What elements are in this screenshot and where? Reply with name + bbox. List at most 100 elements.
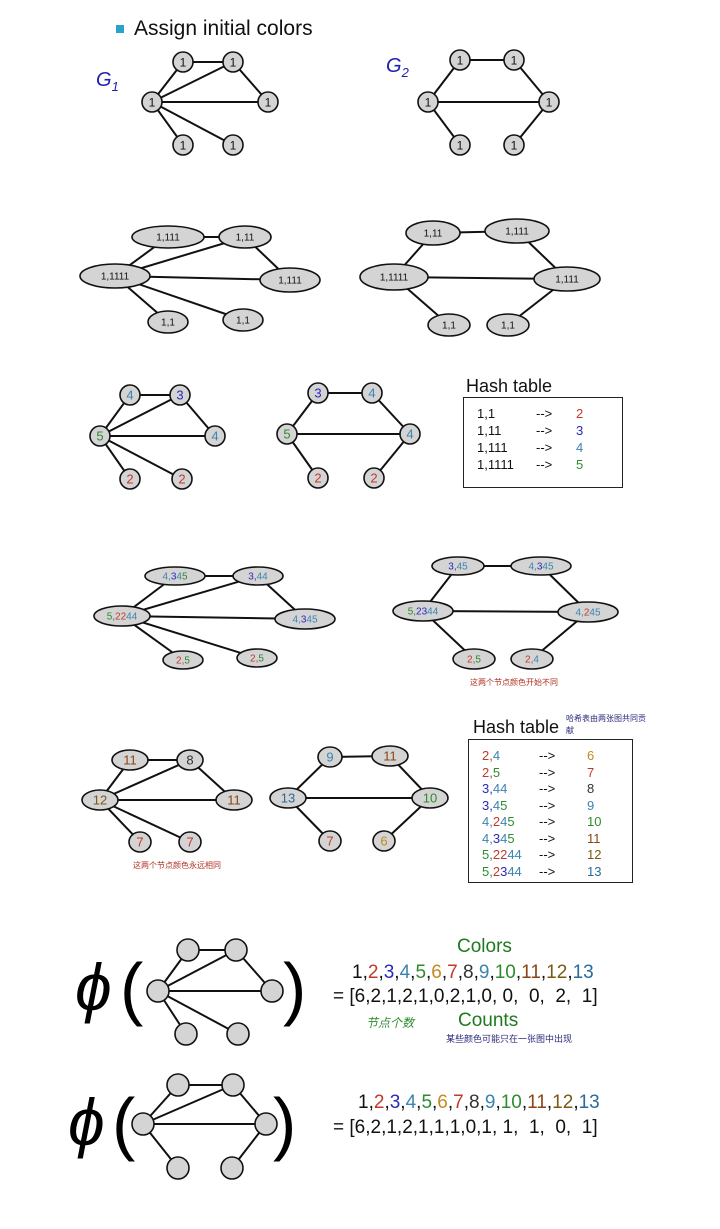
hash-value: 6 xyxy=(587,748,595,763)
hash-key: 3,45 xyxy=(482,797,508,813)
color-index: 8 xyxy=(469,1092,480,1113)
g2-count-vector: = [6,2,1,2,1,1,1,0,1, 1, 1, 0, 1] xyxy=(333,1117,598,1138)
g1-iter2-node: 3,44 xyxy=(232,566,284,586)
node-label: 5 xyxy=(283,427,290,442)
phi-g1-node xyxy=(224,938,248,962)
color-index: 1 xyxy=(352,962,363,983)
node-label: 2,5 xyxy=(176,656,190,667)
hash-key: 2,4 xyxy=(482,748,501,763)
counts-label: Counts xyxy=(458,1010,519,1031)
hash-key: 5,2244 xyxy=(482,847,522,862)
hash-arrow: --> xyxy=(539,781,556,796)
node-label: 1,1111 xyxy=(101,272,130,283)
g2-initial-node: 1 xyxy=(449,49,471,71)
phi-g1-node xyxy=(146,979,170,1003)
node-label: 2 xyxy=(178,472,185,487)
g1-multiset-node: 1,1111 xyxy=(79,263,151,289)
g1-iter2-node: 4,345 xyxy=(144,566,206,586)
hash-key: 1,1111 xyxy=(477,457,514,472)
g1-iter2-node: 2,5 xyxy=(236,648,278,668)
paren-close-2: ) xyxy=(273,1084,296,1162)
color-index: 9 xyxy=(484,1092,496,1113)
node-label: 9 xyxy=(326,750,333,765)
g1-relabel-node: 3 xyxy=(169,384,191,406)
node-label: 1 xyxy=(230,55,237,69)
node-label: 4 xyxy=(126,388,133,403)
node-label: 4,245 xyxy=(575,608,600,619)
g2-relabel-node: 2 xyxy=(363,467,385,489)
bullet-square xyxy=(116,25,124,33)
node-label: 1,111 xyxy=(555,275,579,286)
color-index: 4 xyxy=(405,1092,417,1113)
phi-g2-edge xyxy=(142,1084,234,1125)
hash-arrow: --> xyxy=(539,797,556,813)
color-index: 8 xyxy=(463,962,474,983)
color-index: 1 xyxy=(358,1092,369,1113)
g1-initial-node: 1 xyxy=(222,134,244,156)
g1-iter2-edge xyxy=(121,615,258,659)
note-node-count: 节点个数 xyxy=(366,1016,415,1030)
paren-open-1: ( xyxy=(120,949,143,1027)
g1-iter2-colors-node: 11 xyxy=(111,749,149,771)
g2-iter2-colors-node: 6 xyxy=(372,830,396,852)
g1-multiset-node: 1,1 xyxy=(147,310,189,334)
node-label: 4 xyxy=(211,429,218,444)
color-index: 10 xyxy=(500,1092,522,1113)
node-label: 1 xyxy=(230,138,237,152)
g1-initial-node: 1 xyxy=(172,51,194,73)
hash-table-1-title: Hash table xyxy=(466,376,553,396)
g2-iter2-node: 2,4 xyxy=(510,648,554,670)
g2-multiset-node: 1,11 xyxy=(405,220,461,246)
node-label: 10 xyxy=(423,791,437,806)
g2-iter2-colors-node: 11 xyxy=(371,745,409,767)
color-index-sequence-1: 1,2,3,4,5,6,7,8,9,10,11,12,13 xyxy=(352,962,594,983)
g2-iter2-colors-node: 13 xyxy=(269,787,307,809)
g1-iter2-colors-node: 11 xyxy=(215,789,253,811)
node-label: 3 xyxy=(314,386,321,401)
phi-g2-node xyxy=(166,1073,190,1097)
color-index: 7 xyxy=(447,962,458,983)
g2-multiset-node: 1,1111 xyxy=(359,263,429,291)
g1-multiset-node: 1,111 xyxy=(259,267,321,293)
node-label: 11 xyxy=(227,793,241,808)
color-index: 11 xyxy=(527,1092,547,1113)
phi-g1-node xyxy=(174,1022,198,1046)
g2-multiset-node: 1,1 xyxy=(486,313,530,337)
hash-key: 4,345 xyxy=(482,830,515,846)
node-label: 1,111 xyxy=(156,233,180,244)
hash-value: 2 xyxy=(576,406,584,421)
color-index: 9 xyxy=(478,962,490,983)
g2-relabel-node: 3 xyxy=(307,382,329,404)
color-index-sequence-2: 1,2,3,4,5,6,7,8,9,10,11,12,13 xyxy=(358,1092,600,1113)
g2-iter2-node: 4,245 xyxy=(557,601,619,623)
hash-key: 1,11 xyxy=(477,423,502,438)
node-label: 4,345 xyxy=(162,572,187,583)
g2-relabel-node: 4 xyxy=(399,423,421,445)
hash-arrow: --> xyxy=(536,440,553,455)
node-label: 5,2244 xyxy=(107,612,138,623)
hash-value: 11 xyxy=(587,830,601,846)
node-label: 1 xyxy=(457,138,464,152)
color-index: 12 xyxy=(546,962,568,983)
hash-arrow: --> xyxy=(539,814,556,829)
hash-key: 5,2344 xyxy=(482,863,522,879)
g2-iter2-node: 2,5 xyxy=(452,648,496,670)
g1-iter2-node: 4,345 xyxy=(274,608,336,630)
phi-symbol-1: ϕ xyxy=(75,950,112,1024)
hash-key: 1,111 xyxy=(477,440,508,455)
node-label: 2 xyxy=(370,471,377,486)
paren-open-2: ( xyxy=(112,1084,135,1162)
hash-value: 12 xyxy=(587,847,602,862)
phi-g2-node xyxy=(254,1112,278,1136)
g2-multiset-node: 1,111 xyxy=(533,266,601,292)
g1-initial-edge xyxy=(151,61,234,103)
node-label: 2,5 xyxy=(467,655,481,666)
node-label: 4,345 xyxy=(528,562,553,573)
phi-g1-node xyxy=(176,938,200,962)
g2-multiset-node: 1,111 xyxy=(484,218,550,244)
g1-iter2-colors-node: 7 xyxy=(178,831,202,853)
hash-arrow: --> xyxy=(536,457,553,472)
g2-initial-node: 1 xyxy=(503,49,525,71)
g2-multiset-node: 1,1 xyxy=(427,313,471,337)
